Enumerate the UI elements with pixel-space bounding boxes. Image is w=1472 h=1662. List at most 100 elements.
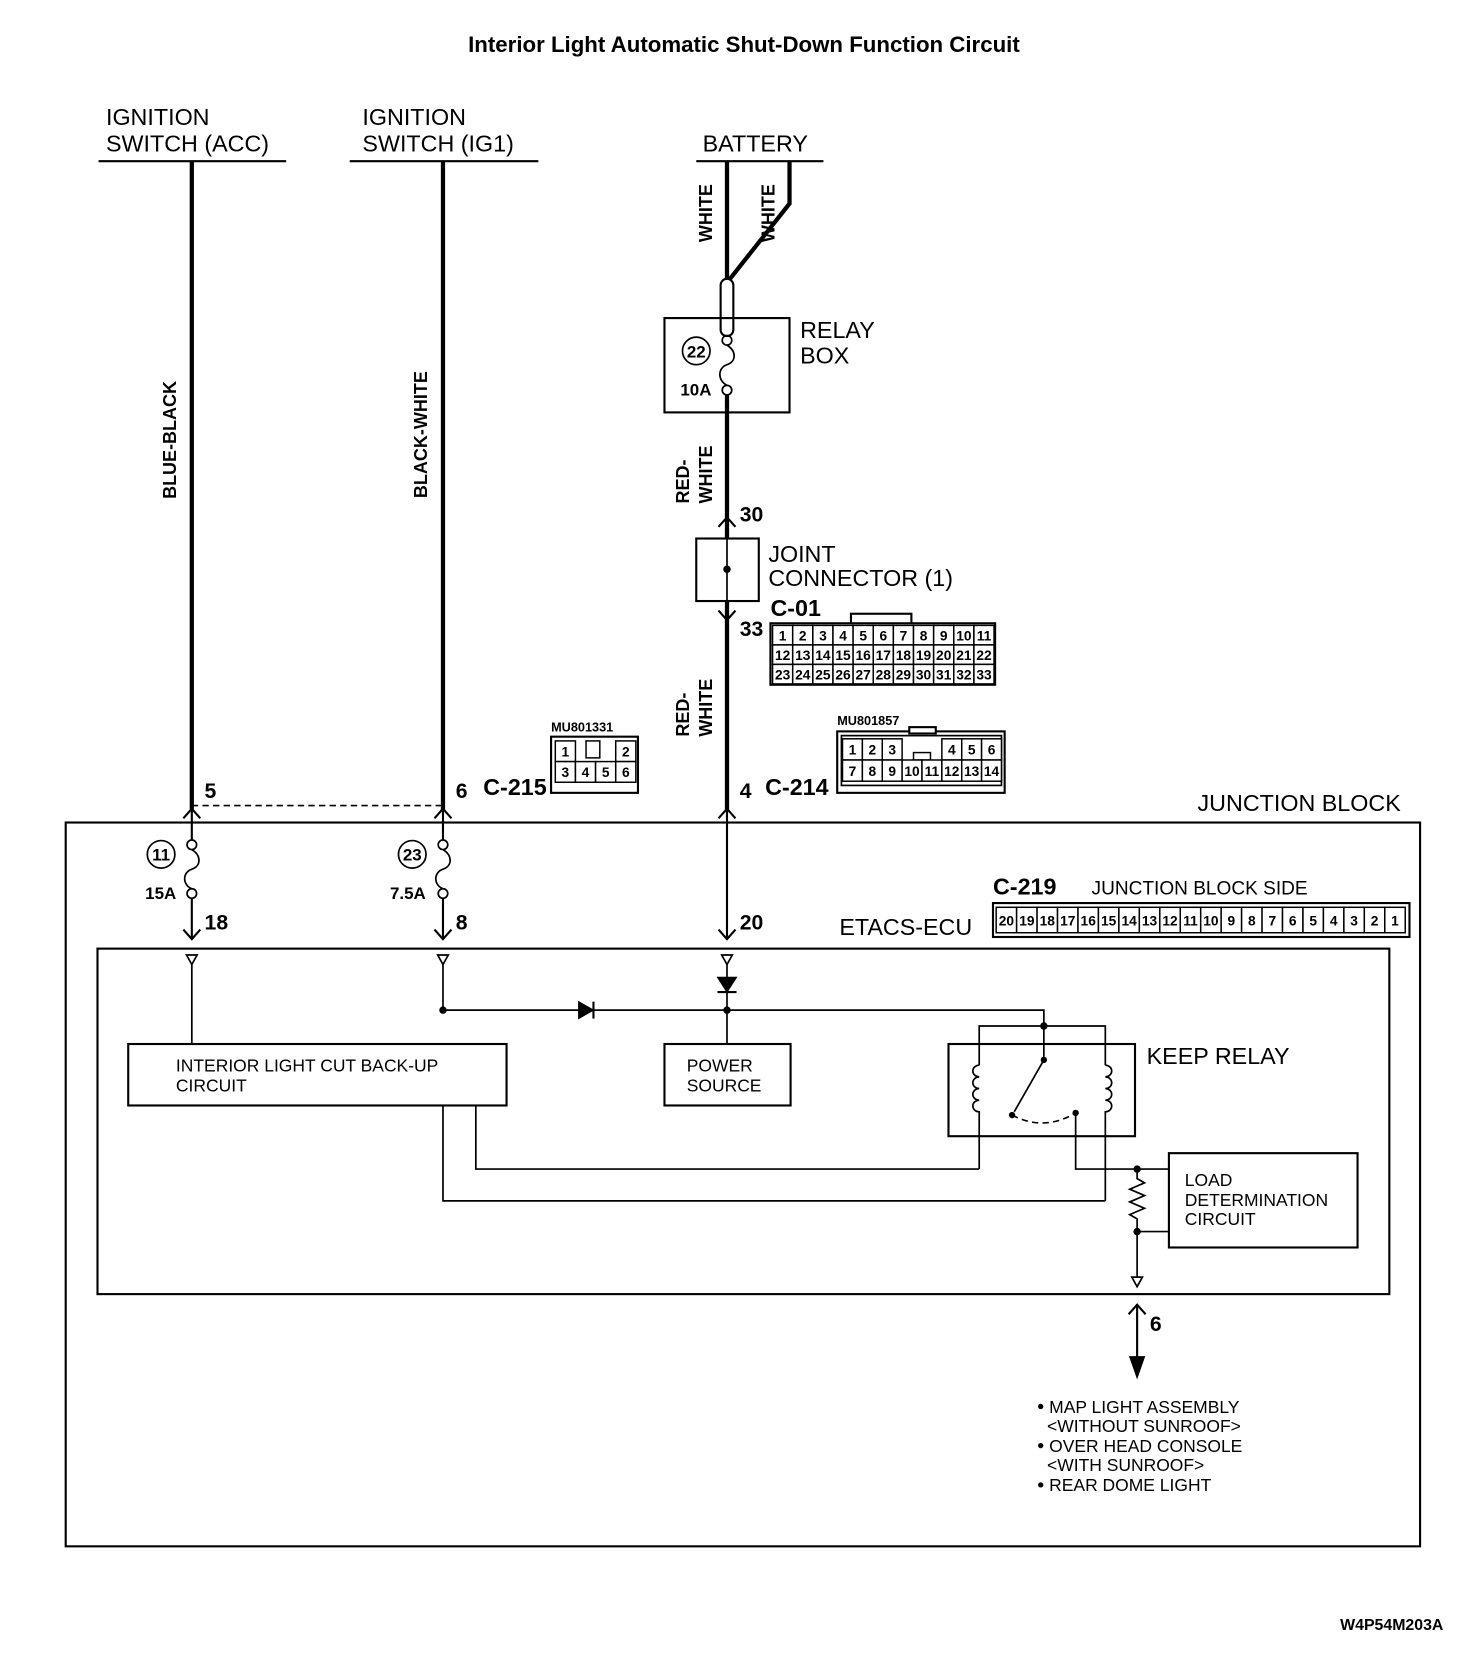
connector-arrow-down-icon — [182, 928, 202, 941]
connector-pin-number: 16 — [856, 648, 872, 663]
bullet — [1038, 1482, 1044, 1488]
keep-relay-coil-right-icon — [1104, 1064, 1113, 1201]
connector-pin-number: 6 — [988, 743, 996, 758]
connector-pin-number: 12 — [775, 648, 791, 663]
connector-pin-number: 28 — [876, 667, 892, 682]
connector-c219-id: C-219 — [993, 874, 1056, 900]
connector-pin-number: 17 — [1060, 913, 1076, 928]
connector-pin-number: 5 — [602, 765, 610, 780]
connector-pin-number: 3 — [888, 743, 896, 758]
connector-pin-number: 4 — [1330, 913, 1338, 928]
wire-color-relay-to-joint-line2: WHITE — [696, 446, 716, 504]
relay-box-label-line1: RELAY — [800, 317, 875, 343]
connector-pin-number: 32 — [956, 667, 972, 682]
connector-pin-number: 9 — [940, 628, 948, 643]
diagram-title: Interior Light Automatic Shut-Down Funct… — [468, 32, 1020, 57]
connector-c215-id: C-215 — [483, 774, 546, 800]
junction-dot — [723, 565, 731, 573]
connector-pin-number: 6 — [879, 628, 887, 643]
ignition-acc-label-line2: SWITCH (ACC) — [106, 131, 269, 157]
connector-pin-number: 25 — [815, 667, 831, 682]
connector-pin-number: 1 — [779, 628, 787, 643]
connector-pin-number: 11 — [977, 628, 992, 643]
connector-pin-number: 29 — [896, 667, 912, 682]
connector-pin-number: 23 — [775, 667, 791, 682]
connector-pin-number: 20 — [999, 913, 1015, 928]
power-source-box — [663, 1042, 792, 1107]
connector-c215-pin-ig1: 6 — [456, 780, 468, 803]
fuse-terminal-icon — [721, 384, 733, 396]
wire-backup-to-left-coil — [474, 1105, 980, 1170]
connector-c214-part-number: MU801857 — [837, 713, 899, 728]
connector-pin-number: 11 — [1183, 913, 1198, 928]
connector-pin-number: 3 — [1350, 913, 1358, 928]
connector-pin-number: 12 — [1162, 913, 1178, 928]
ecu-output-pin: 6 — [1150, 1313, 1162, 1336]
connector-pin-number: 1 — [562, 745, 570, 760]
connector-pin-number: 14 — [984, 764, 1000, 779]
load-determination-label-line3: CIRCUIT — [1185, 1209, 1256, 1229]
junction-block-label: JUNCTION BLOCK — [1198, 790, 1402, 816]
connector-pin-number: 8 — [868, 764, 876, 779]
relay-contact-dot — [1072, 1109, 1079, 1117]
backup-circuit-label-line2: CIRCUIT — [176, 1076, 247, 1096]
joint-connector: JOINT CONNECTOR (1) — [695, 537, 953, 603]
connector-pin-number: 9 — [1228, 913, 1236, 928]
junction-dot — [439, 1006, 447, 1014]
connector-c214-pin: 4 — [740, 780, 752, 803]
joint-connector-label-line2: CONNECTOR (1) — [768, 565, 953, 591]
connector-pin-number: 1 — [849, 743, 857, 758]
bullet — [1038, 1443, 1044, 1449]
load-condition: <WITHOUT SUNROOF> — [1047, 1416, 1241, 1436]
connector-pin-number: 4 — [948, 743, 956, 758]
joint-pin-in: 30 — [740, 504, 764, 527]
connector-pin-number: 2 — [868, 743, 876, 758]
connector-arrow-up-icon — [717, 515, 737, 528]
connector-pin-number: 19 — [916, 648, 932, 663]
keep-relay-switch-blade-icon — [1013, 1059, 1045, 1113]
connector-pin-number: 7 — [1268, 913, 1276, 928]
wire-color-ig1: BLACK-WHITE — [411, 371, 431, 498]
bullet — [1038, 1403, 1044, 1410]
battery-pin: 20 — [740, 912, 764, 935]
connector-pin-number: 20 — [936, 648, 952, 663]
backup-circuit-box — [127, 1042, 508, 1107]
connector-pin-number: 4 — [582, 765, 590, 780]
ecu-terminal-icon — [436, 954, 450, 967]
keep-relay-label: KEEP RELAY — [1147, 1043, 1290, 1069]
connector-arrow-down-icon — [433, 928, 453, 941]
relay-box: 22 10A RELAY BOX — [663, 277, 875, 414]
connector-c215-notch — [585, 740, 601, 759]
connector-pin-number: 16 — [1081, 913, 1097, 928]
connector-c215-pin-acc: 5 — [205, 780, 217, 803]
ignition-ig1-label-line2: SWITCH (IG1) — [362, 131, 513, 157]
wire-color-acc: BLUE-BLACK — [160, 381, 180, 499]
connector-pin-number: 24 — [795, 667, 811, 682]
resistor-icon — [1127, 1169, 1147, 1232]
fuse-ig1-rating: 7.5A — [390, 884, 426, 903]
fuse-ig1-pin: 8 — [456, 912, 468, 935]
joint-pin-out: 33 — [740, 618, 764, 641]
ignition-acc-label-line1: IGNITION — [106, 104, 210, 130]
connector-pin-number: 14 — [1121, 913, 1137, 928]
connector-c214-id: C-214 — [765, 774, 828, 800]
connector-c214-notch — [912, 751, 932, 761]
connector-c215-part-number: MU801331 — [551, 719, 613, 734]
connector-pin-number: 13 — [964, 764, 980, 779]
connector-pin-number: 5 — [968, 743, 976, 758]
connector-pin-number: 12 — [944, 764, 960, 779]
connector-pin-number: 4 — [839, 628, 847, 643]
joint-connector-label-line1: JOINT — [768, 541, 835, 567]
wire-color-joint-to-jb-line1: RED- — [673, 693, 693, 737]
connector-pin-number: 31 — [936, 667, 952, 682]
arrow-down-icon — [1128, 1356, 1146, 1380]
connector-c01-id: C-01 — [770, 595, 821, 621]
wire-color-relay-to-joint-line1: RED- — [673, 460, 693, 504]
connector-pin-number: 13 — [1142, 913, 1158, 928]
